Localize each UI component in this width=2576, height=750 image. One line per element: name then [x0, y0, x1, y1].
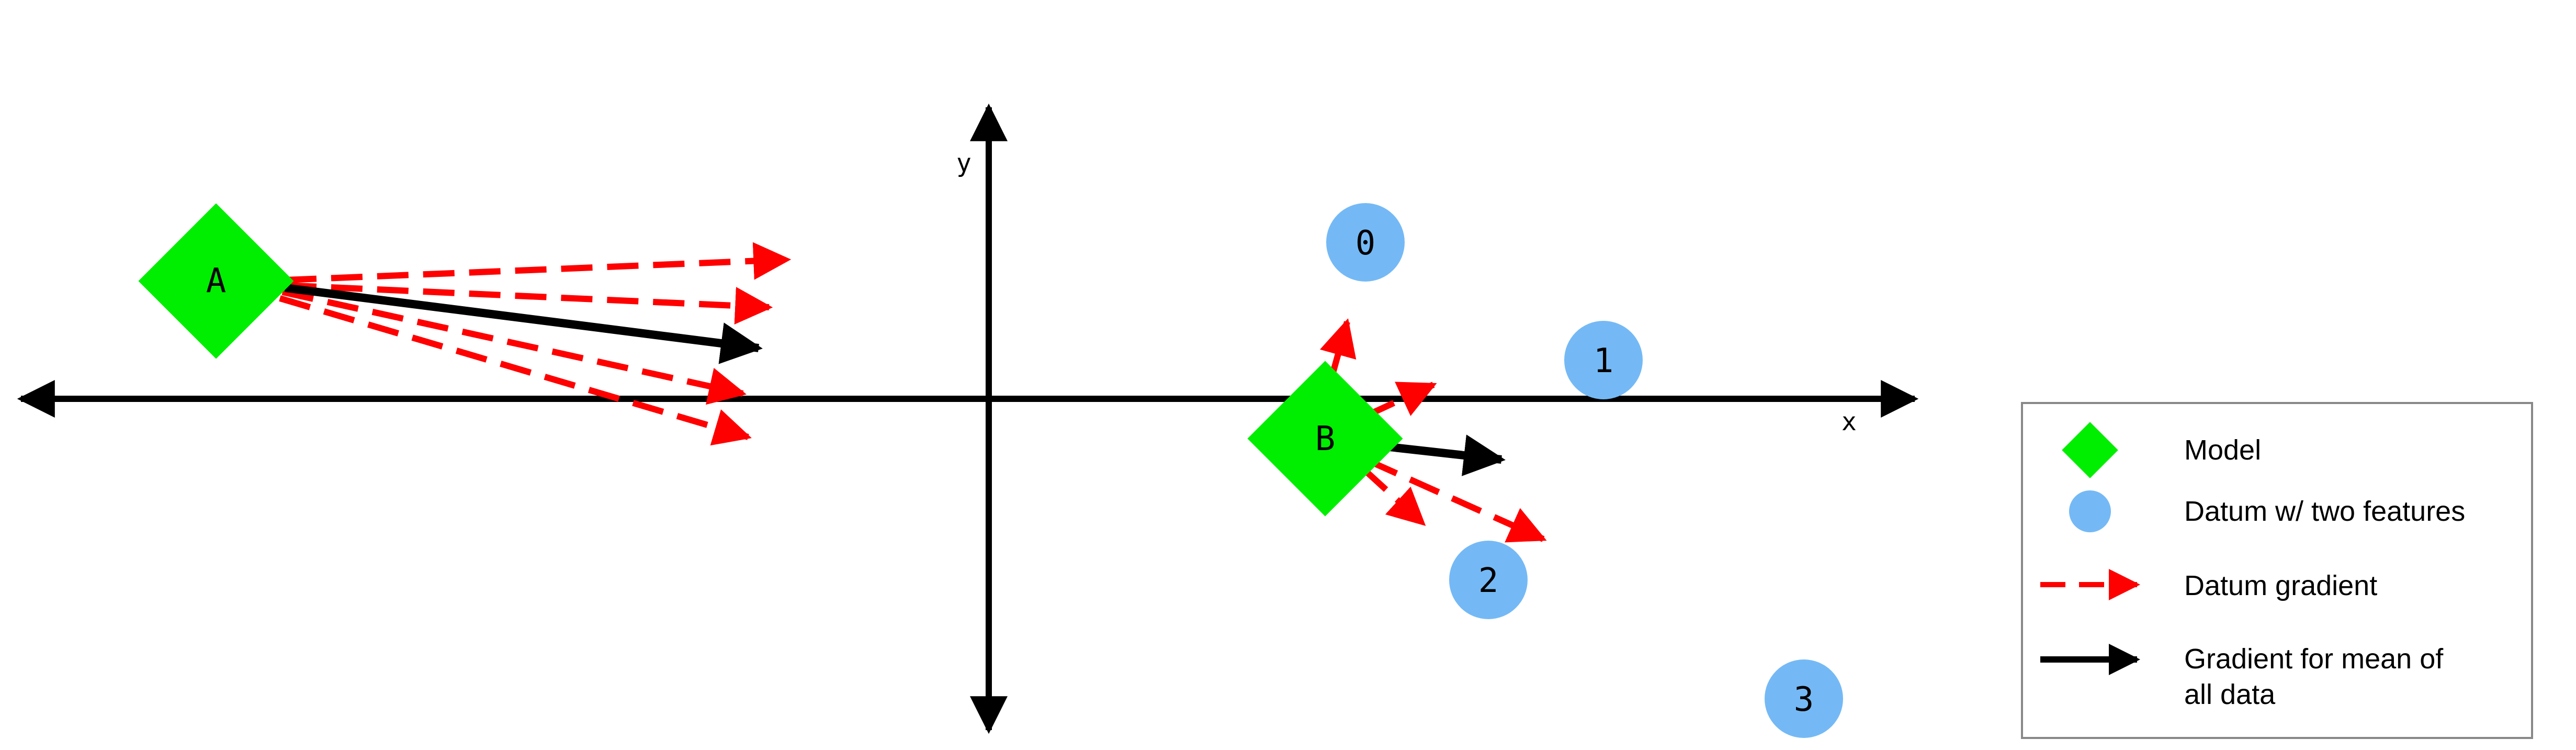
- datum-marker: [1449, 541, 1528, 619]
- x-axis-label: x: [1841, 407, 1857, 436]
- legend-datum-swatch: [2069, 490, 2111, 532]
- model-label: B: [1315, 420, 1336, 458]
- datum-gradient-arrow: [281, 289, 747, 405]
- datum-marker: [1765, 659, 1843, 738]
- datum-gradient-arrow: [285, 282, 773, 325]
- legend-datum-label: Datum w/ two features: [2184, 496, 2465, 527]
- datum-label: 1: [1594, 342, 1614, 380]
- datum-0: 0: [1326, 203, 1405, 282]
- datum-gradient-arrow: [1364, 382, 1437, 419]
- datum-gradient-arrow: [1319, 318, 1357, 374]
- datum-label: 2: [1478, 562, 1499, 600]
- datum-1: 1: [1564, 321, 1643, 399]
- datum-2: 2: [1449, 541, 1528, 619]
- datum-3: 3: [1765, 659, 1843, 738]
- datum-marker: [1564, 321, 1643, 399]
- legend-model-label: Model: [2184, 434, 2261, 466]
- y-axis-label: y: [956, 149, 971, 178]
- datum-gradient-arrow: [279, 295, 752, 446]
- legend-datum-gradient-label: Datum gradient: [2184, 570, 2377, 601]
- model-b: B: [1247, 361, 1403, 517]
- data-points: 0 1 2 3: [1326, 203, 1843, 738]
- legend: Model Datum w/ two features Datum gradie…: [2021, 402, 2533, 739]
- legend-mean-gradient-label-line2: all data: [2184, 679, 2276, 710]
- axes: x y: [17, 103, 1919, 734]
- datum-gradient-arrow: [1360, 466, 1426, 526]
- datum-gradient-arrow: [1366, 457, 1547, 543]
- datum-gradient-arrow: [285, 242, 792, 283]
- datum-label: 0: [1355, 224, 1376, 263]
- model-label: A: [206, 262, 227, 300]
- datum-label: 3: [1794, 680, 1814, 719]
- model-a: A: [138, 203, 294, 359]
- datum-marker: [1326, 203, 1405, 282]
- model-a-gradients: [279, 242, 792, 446]
- mean-gradient-arrow: [284, 284, 763, 364]
- legend-mean-gradient-label-line1: Gradient for mean of: [2184, 643, 2444, 675]
- model-marker: [1247, 361, 1403, 517]
